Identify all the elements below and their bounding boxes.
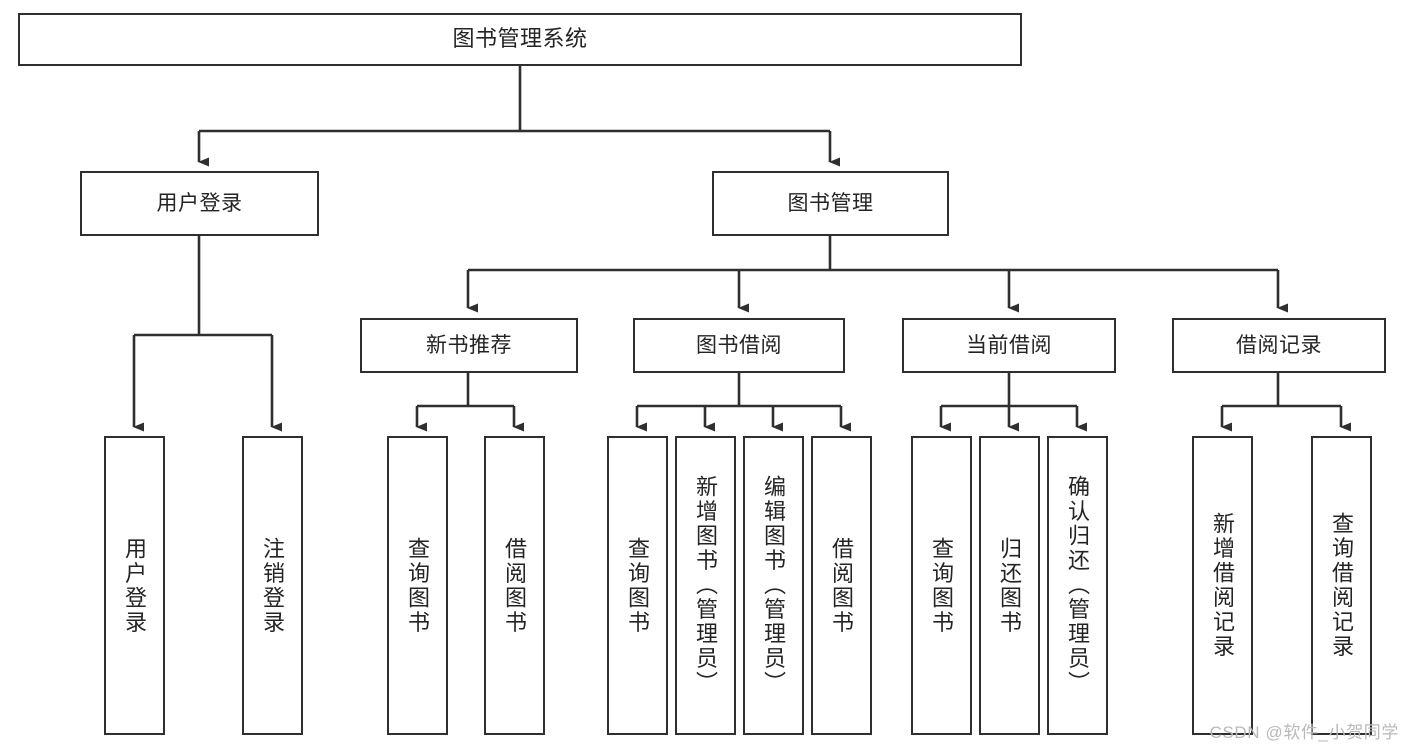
node-label: 新增图书（管理员）	[693, 475, 719, 696]
leaf-return-book[interactable]: 归还图书	[979, 436, 1040, 735]
node-label: 注销登录	[260, 536, 286, 635]
leaf-query-book-current[interactable]: 查询图书	[911, 436, 972, 735]
node-label: 图书管理	[787, 191, 874, 215]
leaf-query-book-borrow[interactable]: 查询图书	[607, 436, 668, 735]
node-label: 图书借阅	[696, 333, 782, 357]
leaf-borrow-book-newbook[interactable]: 借阅图书	[484, 436, 545, 735]
leaf-confirm-return-admin[interactable]: 确认归还（管理员）	[1047, 436, 1108, 735]
leaf-edit-book-admin[interactable]: 编辑图书（管理员）	[743, 436, 804, 735]
node-label: 借阅图书	[502, 536, 528, 635]
leaf-add-book-admin[interactable]: 新增图书（管理员）	[675, 436, 736, 735]
node-label: 新增借阅记录	[1210, 512, 1236, 659]
node-label: 查询图书	[929, 536, 955, 635]
node-label: 借阅记录	[1236, 333, 1322, 357]
node-label: 当前借阅	[966, 333, 1052, 357]
node-label: 归还图书	[997, 536, 1023, 635]
node-label: 借阅图书	[829, 536, 855, 635]
node-label: 确认归还（管理员）	[1065, 475, 1091, 696]
node-current-borrow[interactable]: 当前借阅	[902, 318, 1116, 373]
leaf-borrow-book[interactable]: 借阅图书	[811, 436, 872, 735]
leaf-user-login[interactable]: 用户登录	[104, 436, 165, 735]
node-label: 编辑图书（管理员）	[761, 475, 787, 696]
node-root-system[interactable]: 图书管理系统	[18, 13, 1022, 66]
node-borrow-record[interactable]: 借阅记录	[1172, 318, 1386, 373]
node-label: 查询借阅记录	[1329, 512, 1355, 659]
node-book-borrow[interactable]: 图书借阅	[633, 318, 845, 373]
node-book-management[interactable]: 图书管理	[712, 171, 949, 236]
node-label: 查询图书	[405, 536, 431, 635]
node-label: 用户登录	[156, 191, 243, 215]
leaf-query-borrow-record[interactable]: 查询借阅记录	[1311, 436, 1372, 735]
leaf-logout[interactable]: 注销登录	[242, 436, 303, 735]
node-label: 查询图书	[625, 536, 651, 635]
node-new-book-recommend[interactable]: 新书推荐	[360, 318, 578, 373]
node-label: 新书推荐	[426, 333, 512, 357]
node-user-login[interactable]: 用户登录	[80, 171, 319, 236]
leaf-query-book-newbook[interactable]: 查询图书	[387, 436, 448, 735]
node-label: 用户登录	[122, 536, 148, 635]
node-label: 图书管理系统	[452, 26, 588, 52]
leaf-add-borrow-record[interactable]: 新增借阅记录	[1192, 436, 1253, 735]
